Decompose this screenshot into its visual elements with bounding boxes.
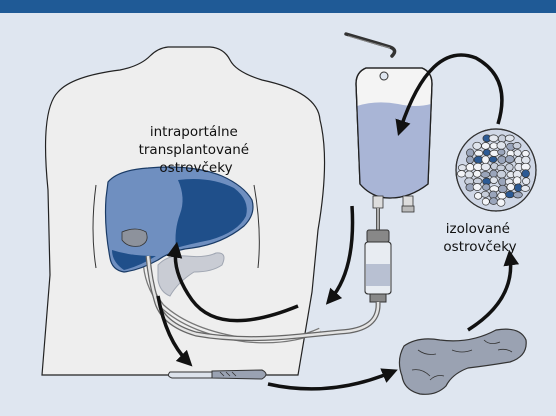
islet-cell [466, 164, 474, 172]
islet-cell [523, 178, 530, 185]
header-bar [0, 0, 556, 13]
islet-cell [506, 164, 514, 171]
islet-cell [490, 198, 498, 205]
gallbladder-icon [122, 229, 147, 246]
islet-cell [465, 171, 473, 178]
islet-cell [490, 177, 497, 184]
islet-cell [521, 185, 530, 191]
islet-cell [458, 165, 466, 171]
islet-cell [490, 170, 498, 177]
islet-cell [498, 192, 507, 199]
islet-cell [513, 177, 521, 185]
islet-cell [457, 171, 465, 178]
islet-cell [497, 199, 505, 206]
islet-cell [481, 163, 490, 170]
islet-cell [489, 135, 498, 142]
islet-cell [482, 198, 489, 205]
pancreas-icon [399, 329, 526, 394]
islet-cell [513, 142, 521, 148]
arrow-bag-to-body [330, 206, 353, 300]
islet-cell [482, 143, 490, 150]
iv-bag-hole [380, 72, 388, 80]
islet-cell [481, 172, 490, 178]
islet-cell [521, 163, 530, 170]
arrow-pancreas-to-islets [468, 256, 511, 330]
label-isolated-islets: izolované ostrovčeky [443, 221, 516, 255]
islet-cell [497, 142, 506, 150]
islet-cell [497, 170, 506, 178]
islet-cell [513, 192, 522, 198]
islet-cell [483, 184, 490, 191]
islet-cell [483, 149, 490, 155]
islet-cell [522, 156, 531, 164]
islet-cell [514, 150, 521, 157]
islet-cell [507, 183, 515, 190]
islet-cell [474, 193, 481, 200]
islet-cell [505, 135, 514, 141]
islet-cell [498, 156, 506, 164]
islet-cell [522, 170, 530, 178]
islet-cell [473, 142, 482, 149]
islet-cell [498, 185, 507, 193]
islet-cell [505, 156, 514, 163]
islet-cell [473, 170, 481, 177]
islet-cell [481, 191, 489, 197]
islet-cell [489, 156, 497, 162]
islet-cell [475, 150, 483, 156]
iv-roller-clamp [367, 230, 389, 242]
iv-bag-fluid [357, 102, 431, 198]
islet-cell [522, 150, 529, 156]
islet-cell [473, 184, 481, 191]
islet-cluster-icon [456, 129, 536, 211]
iv-bag-port-left [373, 196, 383, 208]
islet-cell [466, 156, 473, 164]
islet-cell [482, 156, 489, 164]
islet-cell [497, 165, 505, 171]
islet-cell [506, 191, 515, 198]
islet-cell [498, 149, 505, 155]
